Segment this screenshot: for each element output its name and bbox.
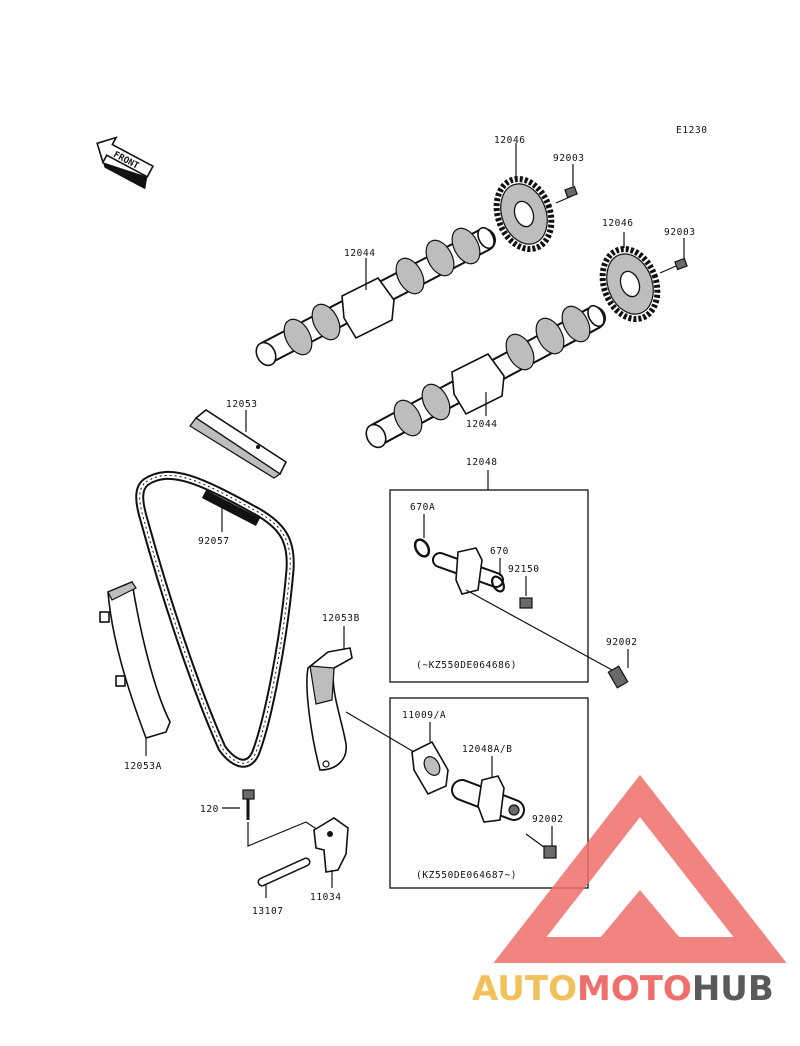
camshaft-sprocket-upper bbox=[493, 176, 555, 252]
watermark-part-2: MOTO bbox=[577, 969, 692, 1009]
tensioner-a-body bbox=[432, 547, 504, 595]
gasket-11009 bbox=[411, 740, 449, 796]
label-pin: 13107 bbox=[252, 906, 284, 917]
camshaft-lower bbox=[365, 304, 606, 449]
chain-guide-left bbox=[99, 580, 171, 739]
label-bolt-upper: 92003 bbox=[553, 153, 585, 164]
label-guide-top: 12053 bbox=[226, 399, 258, 410]
label-tensioner-a: 12048 bbox=[466, 457, 498, 468]
label-oring: 670 bbox=[490, 546, 509, 557]
label-sprocket-lower: 12046 bbox=[602, 218, 634, 229]
label-sprocket-upper: 12046 bbox=[494, 135, 526, 146]
label-bolt-small: 92150 bbox=[508, 564, 540, 575]
label-holder: 11034 bbox=[310, 892, 342, 903]
label-camshaft-upper: 12044 bbox=[344, 248, 376, 259]
label-chain: 92057 bbox=[198, 536, 230, 547]
cam-chain bbox=[135, 470, 295, 768]
holder-11034 bbox=[313, 817, 349, 873]
sprocket-bolt-lower bbox=[659, 257, 688, 274]
chain-guide-right bbox=[306, 647, 353, 771]
camshaft-sprocket-lower bbox=[599, 246, 661, 322]
watermark-part-1: AUTO bbox=[472, 969, 577, 1009]
tensioner-b-box bbox=[389, 697, 589, 889]
tensioner-b-body bbox=[451, 775, 525, 823]
diagram-code: E1230 bbox=[676, 125, 708, 136]
label-gasket: 11009/A bbox=[402, 710, 446, 721]
label-range-b: (KZ550DE064687~) bbox=[416, 870, 517, 881]
label-bolt-b: 92002 bbox=[532, 814, 564, 825]
label-bolt-lower: 92003 bbox=[664, 227, 696, 238]
oring-670 bbox=[491, 575, 505, 593]
automotohub-logo bbox=[493, 774, 787, 963]
bolt-120 bbox=[242, 789, 255, 820]
chain-guide-top bbox=[189, 409, 288, 479]
label-bolt-120: 120 bbox=[200, 804, 219, 815]
tensioner-a-box bbox=[389, 489, 589, 683]
watermark-text: AUTOMOTOHUB bbox=[472, 969, 774, 1009]
label-guide-right: 12053B bbox=[322, 613, 360, 624]
bolt-92002-b bbox=[543, 845, 557, 859]
oring-a bbox=[413, 538, 431, 558]
bolt-92002-long bbox=[607, 665, 629, 689]
pin-13107 bbox=[257, 857, 311, 887]
label-bolt-long: 92002 bbox=[606, 637, 638, 648]
bolt-92150 bbox=[519, 597, 533, 609]
label-range-a: (~KZ550DE064686) bbox=[416, 660, 517, 671]
label-oring-a: 670A bbox=[410, 502, 435, 513]
sprocket-bolt-upper bbox=[555, 185, 578, 204]
front-arrow-icon: FRONT bbox=[96, 136, 155, 190]
camshaft-upper bbox=[255, 226, 496, 367]
label-guide-left: 12053A bbox=[124, 761, 162, 772]
label-assembly: 12048A/B bbox=[462, 744, 513, 755]
watermark-part-3: HUB bbox=[692, 969, 774, 1009]
label-camshaft-lower: 12044 bbox=[466, 419, 498, 430]
